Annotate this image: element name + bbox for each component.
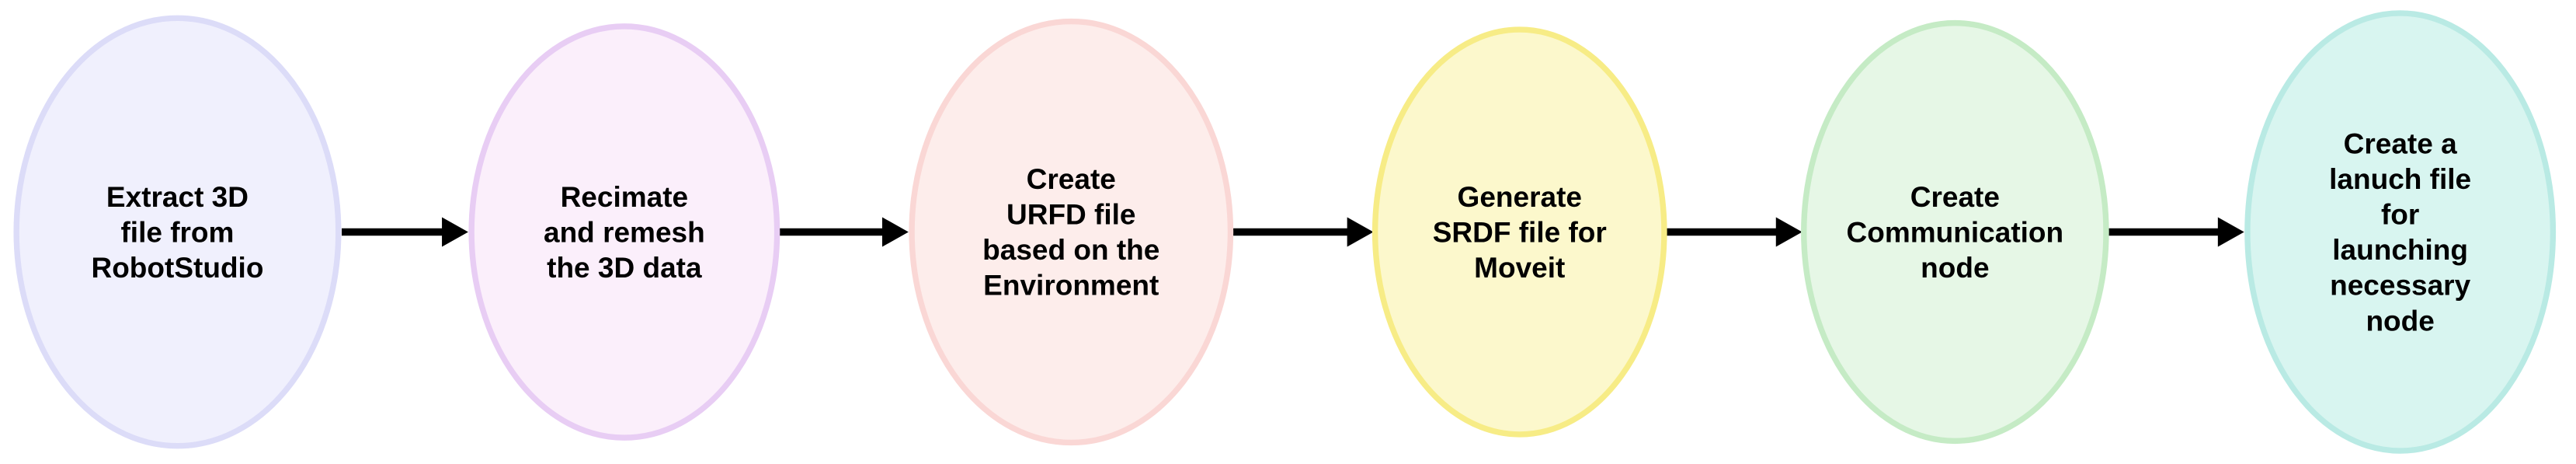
node-shape-ellipse[interactable]: [468, 23, 780, 441]
node-label-line: Generate: [1458, 180, 1582, 213]
node-label-line: RobotStudio: [91, 251, 263, 284]
flow-arrow: [2108, 217, 2244, 247]
node-label-line: Communication: [1847, 215, 2064, 248]
node-label-line: for: [2381, 198, 2419, 231]
node-label-line: Environment: [983, 269, 1159, 302]
node-label-line: Moveit: [1474, 251, 1565, 284]
node-label-line: Create a: [2344, 127, 2457, 160]
node-shape-ellipse[interactable]: [1371, 26, 1667, 438]
arrow-head-icon: [442, 217, 468, 247]
arrow-head-icon: [881, 217, 909, 247]
node-shape-ellipse[interactable]: [1801, 19, 2109, 445]
flow-arrow: [778, 217, 909, 247]
node-label-line: necessary: [2330, 269, 2470, 302]
node-label-line: Recimate: [561, 180, 689, 213]
node-label-line: the 3D data: [547, 251, 702, 284]
node-label-line: file from: [120, 215, 234, 248]
node-label-line: Create: [1027, 162, 1116, 195]
arrow-head-icon: [1775, 217, 1803, 247]
flow-arrow: [342, 217, 468, 247]
node-shape-ellipse[interactable]: [13, 15, 342, 449]
node-label-line: node: [1921, 251, 1989, 284]
flow-arrow: [1666, 217, 1803, 247]
node-label-line: lanuch file: [2329, 162, 2471, 195]
node-label-line: SRDF file for: [1433, 215, 1607, 248]
node-label-line: and remesh: [544, 215, 705, 248]
node-shape-ellipse[interactable]: [909, 18, 1234, 446]
arrow-head-icon: [2217, 217, 2244, 247]
edges-layer: [342, 217, 2244, 247]
arrow-head-icon: [1347, 217, 1374, 247]
node-label-line: node: [2366, 304, 2434, 337]
flow-arrow: [1232, 217, 1374, 247]
node-label-line: URFD file: [1006, 198, 1136, 231]
node-label-line: Create: [1910, 180, 2000, 213]
node-label-line: Extract 3D: [106, 180, 249, 213]
node-label-line: launching: [2332, 233, 2468, 266]
node-label-line: based on the: [982, 233, 1159, 266]
node-shape-ellipse[interactable]: [2244, 10, 2557, 454]
